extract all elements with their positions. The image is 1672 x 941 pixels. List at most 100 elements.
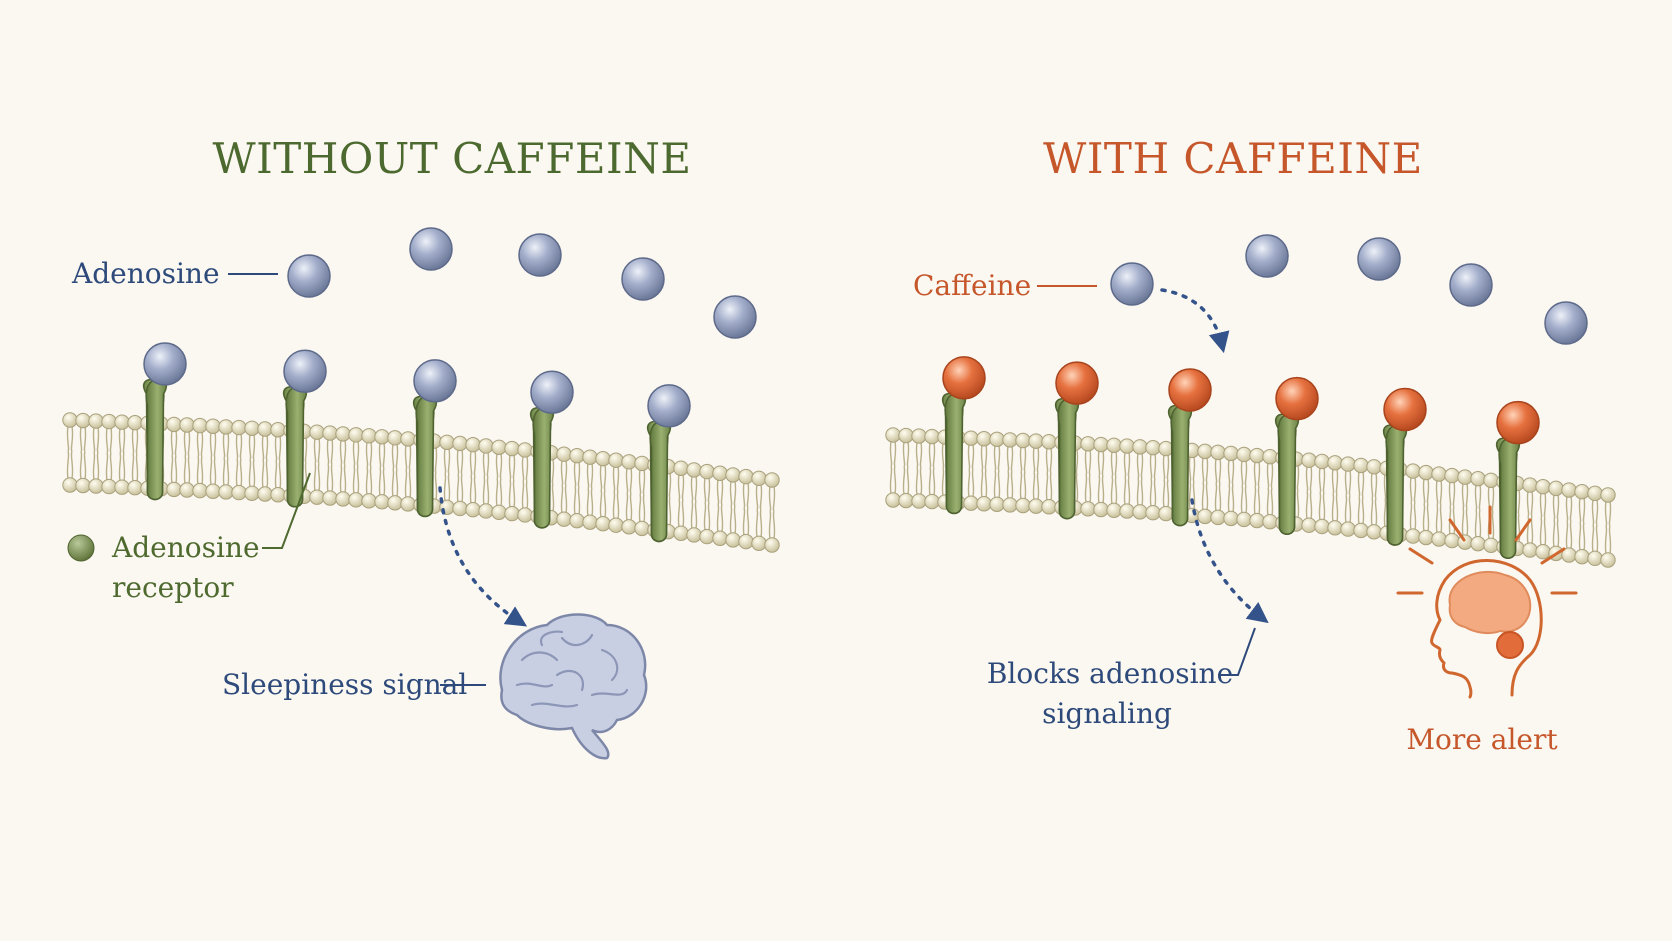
lipid-head (699, 528, 715, 545)
lipid-head (963, 430, 979, 446)
lipid-head (1262, 448, 1278, 465)
lipid-head (712, 465, 728, 481)
lipid-head (1418, 464, 1434, 481)
lipid-head (465, 437, 481, 453)
lipid-head (1587, 550, 1603, 567)
lipid-head (911, 493, 927, 509)
free-adenosine-molecule (1357, 237, 1401, 281)
lipid-head (1249, 447, 1265, 464)
lipid-head (257, 486, 273, 502)
lipid-head (963, 495, 979, 511)
lipid-head (1223, 445, 1239, 462)
lipid-head (1340, 456, 1356, 472)
lipid-head (608, 517, 624, 533)
lipid-head (491, 439, 507, 455)
blocks-label-line2: signaling (1042, 697, 1172, 730)
lipid-head (231, 484, 247, 501)
lipid-head (309, 489, 325, 505)
lipid-head (335, 426, 351, 442)
lipid-head (205, 418, 221, 434)
adenosine-receptor (1167, 404, 1193, 527)
lipid-head (127, 414, 143, 431)
lipid-head (1093, 501, 1109, 518)
lipid-head (1236, 511, 1252, 528)
lipid-head (1522, 477, 1538, 493)
lipid-head (1600, 487, 1616, 503)
lipid-head (1405, 528, 1421, 544)
alert-head-icon (1396, 505, 1578, 699)
lipid-head (556, 511, 572, 527)
lipid-head (898, 492, 914, 509)
lipid-head (1041, 434, 1057, 450)
lipid-head (374, 494, 390, 510)
lipid-head (361, 493, 377, 509)
right-panel-title: WITH CAFFEINE (1043, 134, 1423, 183)
lipid-head (634, 520, 650, 537)
lipid-head (1145, 505, 1161, 521)
free-adenosine-molecule (1544, 301, 1588, 345)
lipid-head (179, 417, 195, 433)
lipid-head (1366, 459, 1382, 475)
lipid-head (898, 427, 914, 444)
lipid-head (1132, 504, 1148, 520)
lipid-head (452, 500, 468, 517)
lipid-head (1327, 520, 1343, 536)
lipid-head (127, 479, 143, 496)
caffeine-binding-arrow (1160, 288, 1230, 354)
lipid-head (1002, 497, 1018, 513)
bound-caffeine-molecule (1383, 387, 1427, 432)
lipid-head (751, 470, 767, 487)
lipid-head (192, 482, 208, 499)
lipid-head (244, 420, 260, 436)
lipid-head (1535, 479, 1551, 495)
left-panel-title: WITHOUT CAFFEINE (212, 134, 692, 183)
signal-arrows (438, 288, 1269, 627)
lipid-head (976, 496, 992, 512)
lipid-head (400, 496, 416, 512)
lipid-head (595, 450, 611, 467)
lipid-head (1457, 534, 1473, 550)
lipid-head (322, 490, 338, 506)
free-adenosine-molecule (713, 295, 757, 339)
bound-adenosine-molecule (647, 384, 691, 428)
lipid-head (1015, 497, 1031, 514)
lipid-head (582, 514, 598, 530)
blocking-arrow (1190, 498, 1269, 624)
lipid-head (1236, 446, 1252, 463)
lipid-head (608, 452, 624, 468)
lipid-head (335, 491, 351, 507)
lipid-head (1561, 482, 1577, 498)
lipid-head (1262, 513, 1278, 530)
lipid-head (1587, 485, 1603, 502)
lipid-head (452, 435, 468, 452)
free-adenosine-molecule (409, 227, 453, 271)
lipid-head (621, 519, 637, 535)
bound-caffeine-molecule (1055, 361, 1099, 405)
lipid-head (166, 481, 182, 498)
lipid-head (387, 430, 403, 446)
lipid-head (504, 505, 520, 522)
lipid-head (62, 477, 78, 493)
lipid-head (322, 425, 338, 441)
lipid-head (569, 447, 585, 464)
blocks-leader-line (1218, 627, 1256, 676)
lipid-head (504, 440, 520, 457)
lipid-head (1210, 509, 1226, 526)
lipid-head (1002, 432, 1018, 448)
sleepiness-arrow (438, 486, 528, 627)
lipid-head (1457, 469, 1473, 485)
lipid-head (712, 530, 728, 546)
lipid-head (976, 431, 992, 447)
lipid-head (1106, 437, 1122, 453)
lipid-head (1353, 522, 1369, 539)
bound-caffeine-molecule (1496, 400, 1540, 445)
bound-caffeine-molecule (942, 356, 986, 400)
receptor-label-line1: Adenosine (112, 531, 260, 564)
lipid-head (101, 478, 117, 495)
lipid-head (1327, 455, 1343, 471)
lipid-head (569, 512, 585, 529)
lipid-head (924, 428, 940, 445)
lipid-head (88, 478, 104, 494)
cell-membrane-left (62, 412, 780, 553)
